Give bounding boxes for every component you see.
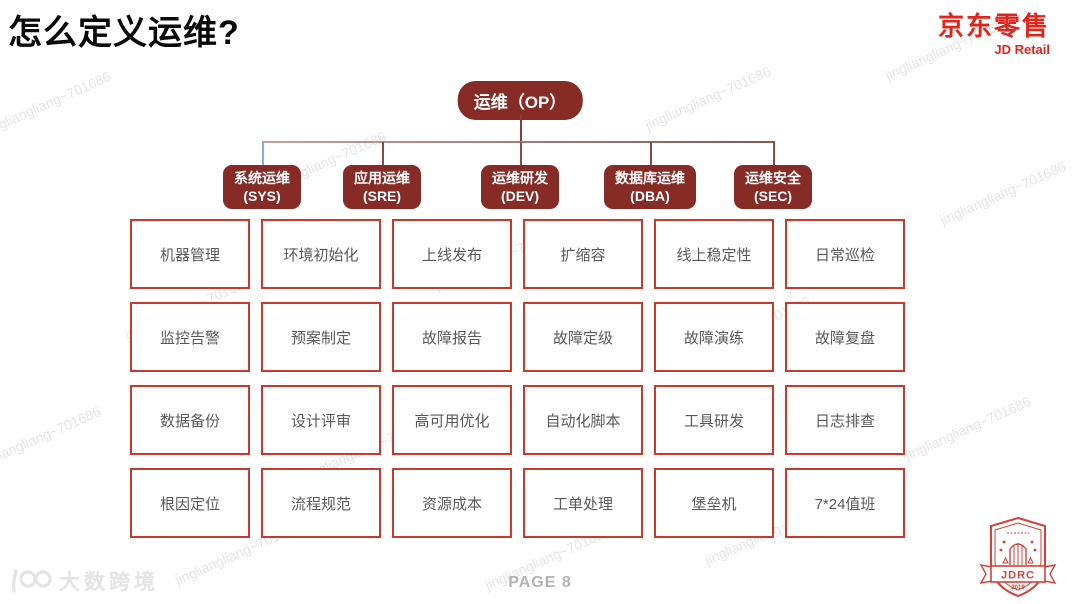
root-node-op: 运维（OP） xyxy=(457,81,583,120)
category-name: 系统运维 xyxy=(234,170,290,186)
task-cell: 线上稳定性 xyxy=(654,219,774,289)
task-cell: 7*24值班 xyxy=(785,468,905,538)
page-title: 怎么定义运维? xyxy=(8,14,240,52)
task-cell: 资源成本 xyxy=(392,468,512,538)
task-cell: 预案制定 xyxy=(261,302,381,372)
jdrc-badge: JDRC 2019 xyxy=(980,516,1056,598)
task-cell: 流程规范 xyxy=(261,468,381,538)
task-cell: 工单处理 xyxy=(523,468,643,538)
category-code: (DBA) xyxy=(630,188,670,205)
category-node-sys: 系统运维 (SYS) xyxy=(223,165,301,210)
task-cell: 机器管理 xyxy=(130,219,250,289)
brand-subtitle: JD Retail xyxy=(994,41,1050,57)
task-cell: 上线发布 xyxy=(392,219,512,289)
brand-name: 京东零售 xyxy=(937,11,1050,41)
badge-label: JDRC xyxy=(1001,570,1035,582)
category-name: 运维研发 xyxy=(492,170,548,186)
task-cell: 故障复盘 xyxy=(785,302,905,372)
task-cell: 设计评审 xyxy=(261,385,381,455)
task-cell: 监控告警 xyxy=(130,302,250,372)
category-node-sre: 应用运维 (SRE) xyxy=(343,165,421,210)
task-cell: 故障报告 xyxy=(392,302,512,372)
connector-drop-sys xyxy=(262,142,264,166)
task-cell: 高可用优化 xyxy=(392,385,512,455)
watermark-text: jingliangliang~701686 xyxy=(0,403,104,473)
task-grid: 机器管理 环境初始化 上线发布 扩缩容 线上稳定性 日常巡检 监控告警 预案制定… xyxy=(130,219,905,538)
category-code: (DEV) xyxy=(500,188,540,205)
connector-drop-sre xyxy=(382,142,384,166)
task-cell: 自动化脚本 xyxy=(523,385,643,455)
category-name: 应用运维 xyxy=(354,170,410,186)
watermark-text: jingliangliang~701686 xyxy=(0,68,114,138)
task-cell: 工具研发 xyxy=(654,385,774,455)
category-node-dev: 运维研发 (DEV) xyxy=(481,165,559,210)
category-node-sec: 运维安全 (SEC) xyxy=(734,165,812,210)
task-cell: 根因定位 xyxy=(130,468,250,538)
connector-drop-dba xyxy=(650,142,652,166)
watermark-text: jingliangliang~701686 xyxy=(902,393,1034,463)
category-node-dba: 数据库运维 (DBA) xyxy=(604,165,696,210)
task-cell: 故障演练 xyxy=(654,302,774,372)
jd-retail-logo: 京东零售 JD Retail xyxy=(938,12,1050,57)
category-code: (SYS) xyxy=(243,188,281,205)
dashu-crossborder-logo: 大数跨境 xyxy=(10,566,159,596)
connector-bus xyxy=(262,141,775,143)
task-cell: 堡垒机 xyxy=(654,468,774,538)
category-name: 运维安全 xyxy=(745,170,801,186)
category-code: (SEC) xyxy=(753,188,793,205)
task-cell: 数据备份 xyxy=(130,385,250,455)
corner-logo-text: 大数跨境 xyxy=(59,571,159,594)
task-cell: 环境初始化 xyxy=(261,219,381,289)
badge-year: 2019 xyxy=(1011,585,1025,591)
category-name: 数据库运维 xyxy=(615,170,685,186)
watermark-text: jingliangliang~701686 xyxy=(937,158,1069,228)
task-cell: 日常巡检 xyxy=(785,219,905,289)
task-cell: 日志排查 xyxy=(785,385,905,455)
watermark-text: jingliangliang~701686 xyxy=(642,63,774,133)
connector-drop-dev xyxy=(520,142,522,166)
task-cell: 扩缩容 xyxy=(523,219,643,289)
connector-drop-sec xyxy=(773,142,775,166)
task-cell: 故障定级 xyxy=(523,302,643,372)
category-code: (SRE) xyxy=(362,188,402,205)
page-number: PAGE 8 xyxy=(508,574,572,591)
hundred-loop-icon xyxy=(11,569,52,593)
